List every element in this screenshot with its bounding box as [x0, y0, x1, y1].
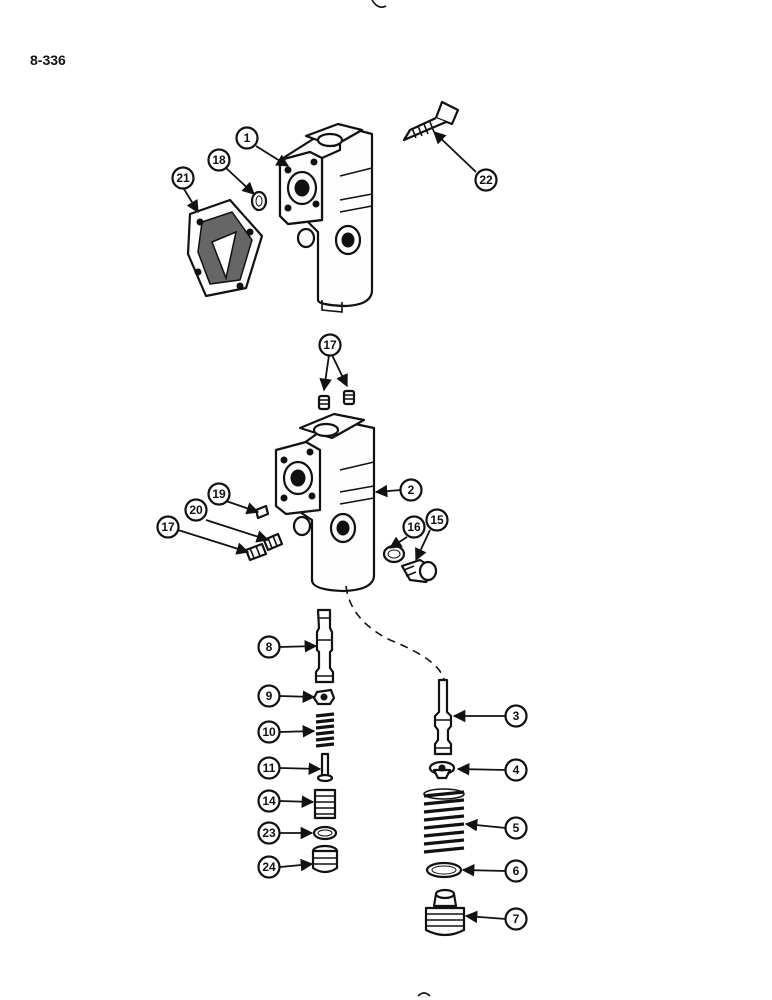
callout-9-label: 9 — [266, 689, 273, 703]
callout-19-label: 19 — [212, 487, 226, 501]
callout-22-label: 22 — [479, 173, 493, 187]
washer-6 — [425, 861, 463, 879]
callout-15-label: 15 — [430, 513, 444, 527]
callout-24: 24 — [257, 855, 281, 879]
plug-15 — [400, 558, 438, 584]
callout-20-label: 20 — [189, 503, 203, 517]
callout-1-label: 1 — [244, 131, 251, 145]
valve-body-upper — [278, 122, 374, 313]
spool-3 — [433, 678, 453, 756]
spring-10 — [315, 712, 335, 748]
leader-lines — [177, 131, 507, 924]
callout-21: 21 — [171, 166, 195, 190]
callout-7: 7 — [504, 907, 528, 931]
plug-17-lower — [244, 542, 268, 562]
callout-8-label: 8 — [266, 640, 273, 654]
callout-10: 10 — [257, 720, 281, 744]
callout-16: 16 — [402, 515, 426, 539]
callout-23-label: 23 — [262, 826, 276, 840]
plugs-17-top — [317, 389, 356, 411]
plug-7 — [424, 888, 466, 937]
callout-1: 1 — [235, 126, 259, 150]
retainer-4 — [428, 760, 456, 780]
callout-8: 8 — [257, 635, 281, 659]
callout-17-lower: 17 — [156, 515, 180, 539]
callout-4-label: 4 — [513, 763, 520, 777]
dashed-assembly-line — [345, 585, 445, 681]
header-fragment — [371, 0, 387, 8]
callout-6: 6 — [504, 859, 528, 883]
callout-4: 4 — [504, 758, 528, 782]
pin-11 — [316, 752, 334, 783]
callout-3-label: 3 — [513, 709, 520, 723]
callout-10-label: 10 — [262, 725, 276, 739]
callout-15: 15 — [425, 508, 449, 532]
callout-3: 3 — [504, 704, 528, 728]
o-ring-23 — [312, 825, 338, 841]
callout-9: 9 — [257, 684, 281, 708]
callout-21-label: 21 — [176, 171, 190, 185]
callout-19: 19 — [207, 482, 231, 506]
callout-14: 14 — [257, 789, 281, 813]
callout-5-label: 5 — [513, 821, 520, 835]
callout-22: 22 — [474, 168, 498, 192]
callout-2-label: 2 — [408, 483, 415, 497]
callout-11: 11 — [257, 756, 281, 780]
plug-24 — [311, 844, 339, 874]
plug-20 — [262, 532, 284, 552]
callout-24-label: 24 — [262, 860, 276, 874]
spool-8 — [314, 608, 335, 684]
retainer-9 — [312, 688, 336, 706]
callout-18-label: 18 — [212, 153, 226, 167]
callout-17-top: 17 — [318, 333, 342, 357]
valve-body-lower — [274, 412, 376, 593]
page-label: 8-336 — [30, 52, 66, 68]
spring-5 — [423, 788, 465, 854]
footer-fragment — [417, 992, 431, 997]
callout-17-lower-label: 17 — [161, 520, 175, 534]
gasket-21 — [186, 198, 264, 298]
callout-5: 5 — [504, 816, 528, 840]
callout-7-label: 7 — [513, 912, 520, 926]
callout-6-label: 6 — [513, 864, 520, 878]
bolt-22 — [402, 100, 460, 142]
callout-16-label: 16 — [407, 520, 421, 534]
callout-11-label: 11 — [263, 761, 276, 775]
callout-14-label: 14 — [262, 794, 276, 808]
callout-2: 2 — [399, 478, 423, 502]
sleeve-14 — [313, 788, 337, 820]
callout-20: 20 — [184, 498, 208, 522]
callout-23: 23 — [257, 821, 281, 845]
callout-18: 18 — [207, 148, 231, 172]
callout-17-top-label: 17 — [323, 338, 337, 352]
